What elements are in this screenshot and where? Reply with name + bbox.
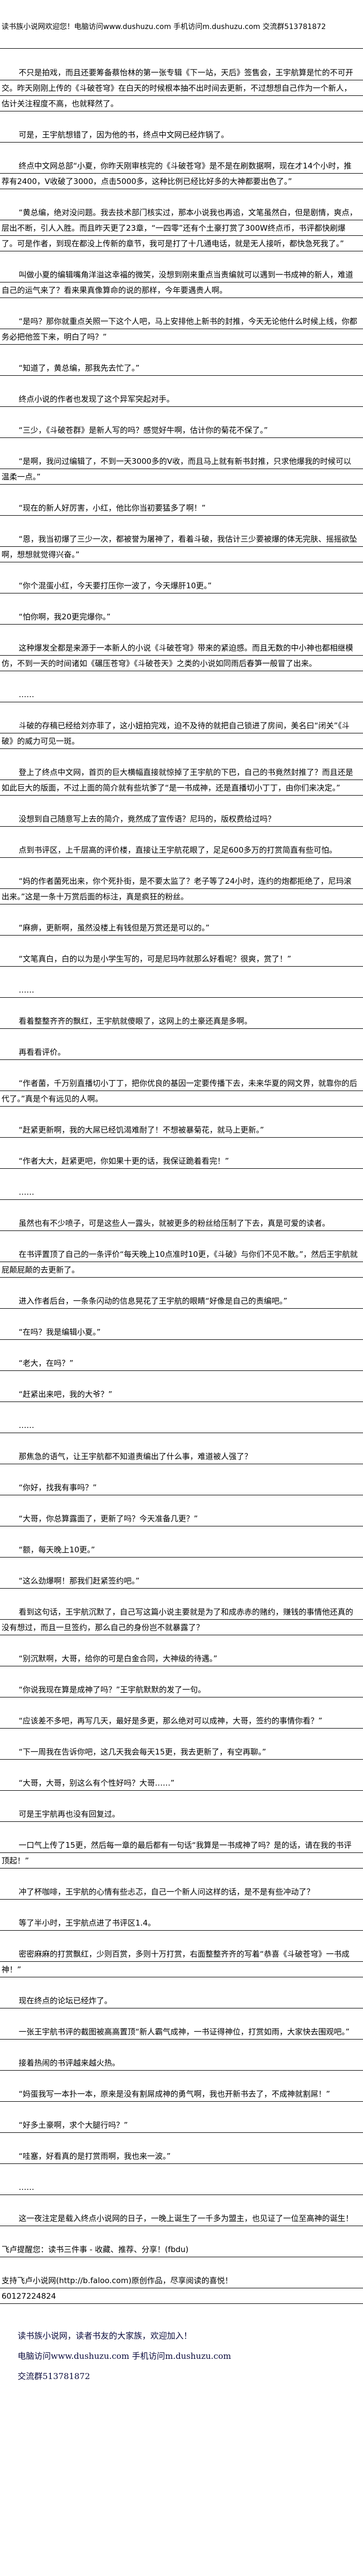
story-paragraph: “好多土豪啊，求个大腿行吗？”: [0, 2117, 363, 2133]
story-paragraph: ……: [0, 2179, 363, 2195]
story-paragraph: “作者菌，千万别直播切小丁丁，把你优良的基因一定要传播下去，未来华夏的网文界，就…: [0, 1075, 363, 1107]
story-paragraph: 这一夜注定是载入终点小说网的日子，一晚上诞生了一千多为盟主，也见证了一位至高神的…: [0, 2211, 363, 2226]
footer-welcome: 读书族小说网，读者书友的大家族，欢迎加入！: [18, 2331, 192, 2341]
story-paragraph: “文笔真白，白的以为是小学生写的，可是尼玛咋就那么好看呢？很爽，赏了！”: [0, 951, 363, 967]
story-paragraph: 虽然也有不少喷子，可是这些人一露头，就被更多的粉丝给压制了下去，真是可爱的读者。: [0, 1215, 363, 1231]
story-paragraph: 没想到自己随意写上去的简介，竟然成了宣传语？尼玛的，版权费给过吗？: [0, 811, 363, 827]
story-paragraph: ……: [0, 1418, 363, 1433]
story-paragraph: “知道了，黄总编，那我先去忙了。”: [0, 360, 363, 376]
story-paragraph: “在吗？我是编辑小夏。”: [0, 1324, 363, 1340]
story-paragraph: “这么劲爆啊！那我们赶紧签约吧。”: [0, 1573, 363, 1589]
story-paragraph: 叫做小夏的编辑嘴角洋溢这幸福的微笑，没想到刚来重点当责编就可以遇到一书成神的新人…: [0, 267, 363, 298]
story-paragraph: 密密麻麻的打赏飘红，少则百赏，多则十万打赏，右面整整齐齐的写着“恭喜《斗破苍穹》…: [0, 1946, 363, 1977]
story-paragraph: “赶紧出来吧，我的大爷？”: [0, 1386, 363, 1402]
story-paragraph: 不只是拍戏，而且还要筹备蔡怡林的第一张专辑《下一站，天后》签售会，王宇航算是忙的…: [0, 65, 363, 111]
story-paragraph: “下一周我在告诉你吧，这几天我会每天15更，我去更新了，有空再聊。”: [0, 1744, 363, 1760]
story-paragraph: “怕你啊，我20更完爆你。”: [0, 609, 363, 625]
story-paragraph: ……: [0, 982, 363, 998]
story-paragraph: 可是，王宇航想错了，因为他的书，终点中文网已经炸锅了。: [0, 127, 363, 143]
story-paragraph: 再看看评价。: [0, 1044, 363, 1060]
story-paragraph: 一张王宇航书评的截图被高高置顶“新人霸气成神，一书证得神位，打赏如雨，大家快去围…: [0, 2024, 363, 2040]
story-paragraph: 接着热闹的书评越来越火热。: [0, 2055, 363, 2071]
story-paragraph: “你说我现在算是成神了吗？”王宇航默默的发了一句。: [0, 1682, 363, 1697]
story-paragraph: “你个混蛋小红，今天要打压你一波了，今天爆肝10更。”: [0, 578, 363, 593]
footer-group: 交流群513781872: [18, 2371, 90, 2381]
story-paragraph: “是啊，我问过编辑了，不到一天3000多的V收，而且马上就有新书封推，只求他爆我…: [0, 454, 363, 485]
chapter-content: 不只是拍戏，而且还要筹备蔡怡林的第一张专辑《下一站，天后》签售会，王宇航算是忙的…: [0, 49, 363, 2226]
story-paragraph: ……: [0, 1184, 363, 1200]
story-paragraph: “作者大大，赶紧更吧，你如果十更的话，我保证跪着看完！”: [0, 1153, 363, 1169]
story-paragraph: “恩，我当初爆了三少一次，都被誉为屠神了，看着斗破，我估计三少要被爆的体无完肤、…: [0, 531, 363, 562]
story-paragraph: “麻痹，更新啊，虽然没楼上有钱但是万赏还是可以的。”: [0, 920, 363, 936]
story-paragraph: “黄总编，绝对没问题。我去技术部门核实过，那本小说我也再追，文笔虽然白，但是剧情…: [0, 205, 363, 251]
chapter-code: 60127224824: [0, 2288, 363, 2304]
story-paragraph: “赶紧更新啊，我的大屌已经饥渴难耐了！不想被暴菊花，就马上更新。”: [0, 1122, 363, 1138]
story-paragraph: “是吗？那你就重点关照一下这个人吧，马上安排他上新书的封推，今天无论他什么时候上…: [0, 314, 363, 345]
story-paragraph: 终点中文网总部“小夏，你昨天刚审核完的《斗破苍穹》是不是在刷数据啊，现在才14个…: [0, 158, 363, 189]
story-paragraph: 可是王宇航再也没有回复过。: [0, 1806, 363, 1822]
story-paragraph: 冲了杯咖啡，王宇航的心情有些忐忑，自己一个新人问这样的话，是不是有些冲动了？: [0, 1884, 363, 1900]
story-paragraph: 那焦急的语气，让王宇航都不知道责编出了什么事，难道被人强了？: [0, 1449, 363, 1464]
story-paragraph: “三少，《斗破苍群》是新人写的吗？感觉好牛啊，估计你的菊花不保了。”: [0, 422, 363, 438]
site-footer: 读书族小说网，读者书友的大家族，欢迎加入！ 电脑访问www.dushuzu.co…: [0, 2304, 363, 2386]
story-paragraph: 进入作者后台，一条条闪动的信息晃花了王宇航的眼睛“好像是自己的责编吧。”: [0, 1293, 363, 1309]
story-paragraph: “应该差不多吧，再写几天，最好是多更，那么绝对可以成神，大哥，签约的事情你看？”: [0, 1713, 363, 1729]
story-paragraph: 这种爆发全都是来源于一本新人的小说《斗破苍穹》带来的紧迫感。而且无数的中小神也都…: [0, 640, 363, 671]
site-banner-text: 读书族小说网欢迎您！电脑访问www.dushuzu.com 手机访问m.dush…: [2, 23, 326, 31]
story-paragraph: “老大，在吗？”: [0, 1355, 363, 1371]
story-paragraph: ……: [0, 687, 363, 702]
story-paragraph: “妈的作者菌死出来，你个死扑街，是不要太监了？老子等了24小时，连约的炮都拒绝了…: [0, 873, 363, 904]
site-banner: 读书族小说网欢迎您！电脑访问www.dushuzu.com 手机访问m.dush…: [0, 0, 363, 49]
story-paragraph: “额，每天晚上10更。”: [0, 1542, 363, 1558]
support-notice: 支持飞卢小说网(http://b.faloo.com)原创作品，尽享阅读的喜悦！: [0, 2273, 363, 2288]
story-paragraph: 登上了终点中文网，首页的巨大横幅直接就惊掉了王宇航的下巴，自己的书竟然封推了？而…: [0, 765, 363, 796]
story-paragraph: 点到书评区，上千层高的评价楼，直接让王宇航花眼了，足足600多万的打赏简直有些可…: [0, 842, 363, 858]
story-paragraph: 现在终点的论坛已经炸了。: [0, 1993, 363, 2008]
footer-urls: 电脑访问www.dushuzu.com 手机访问m.dushuzu.com: [18, 2351, 231, 2361]
notice-block: 飞卢提醒您：读书三件事 - 收藏、推荐、分享！(fbdu) 支持飞卢小说网(ht…: [0, 2242, 363, 2304]
story-paragraph: “别沉默啊，大哥，给你的可是白金合同，大神级的待遇。”: [0, 1651, 363, 1666]
story-paragraph: 看到这句话，王宇航沉默了，自己写这篇小说主要就是为了和成赤赤的赌约，赚钱的事情他…: [0, 1604, 363, 1635]
story-paragraph: 等了半小时，王宇航点进了书评区1.4。: [0, 1915, 363, 1931]
story-paragraph: 在书评置顶了自己的一条评价“每天晚上10点准时10更，《斗破》与你们不见不散。”…: [0, 1247, 363, 1278]
story-paragraph: “大哥，大哥，别这么有个性好吗？大哥……”: [0, 1775, 363, 1791]
story-paragraph: 一口气上传了15更，然后每一章的最后都有一句话“我算是一书成神了吗？是的话，请在…: [0, 1837, 363, 1869]
reading-reminder: 飞卢提醒您：读书三件事 - 收藏、推荐、分享！(fbdu): [0, 2242, 363, 2257]
story-paragraph: “你好，找我有事吗？”: [0, 1480, 363, 1495]
story-paragraph: 终点小说的作者也发现了这个异军突起对手。: [0, 391, 363, 407]
story-paragraph: 看着整整齐齐的飘红，王宇航就傻眼了，这网上的土豪还真是多啊。: [0, 1013, 363, 1029]
story-paragraph: “哇塞，好看真的是打赏雨啊，我也来一波。”: [0, 2148, 363, 2164]
story-paragraph: “大哥，你总算露面了，更新了吗？今天准备几更？”: [0, 1511, 363, 1526]
story-paragraph: “妈蛋我写一本扑一本，原来是没有割屌成神的勇气啊，我也开新书去了，不成神就割屌！…: [0, 2086, 363, 2102]
story-paragraph: “现在的新人好厉害，小红，他比你当初要猛多了啊！”: [0, 500, 363, 516]
story-paragraph: 斗破的存稿已经给刘亦菲了，这小妞拍完戏，迫不及待的就把自己锁进了房间，美名曰“闭…: [0, 718, 363, 749]
